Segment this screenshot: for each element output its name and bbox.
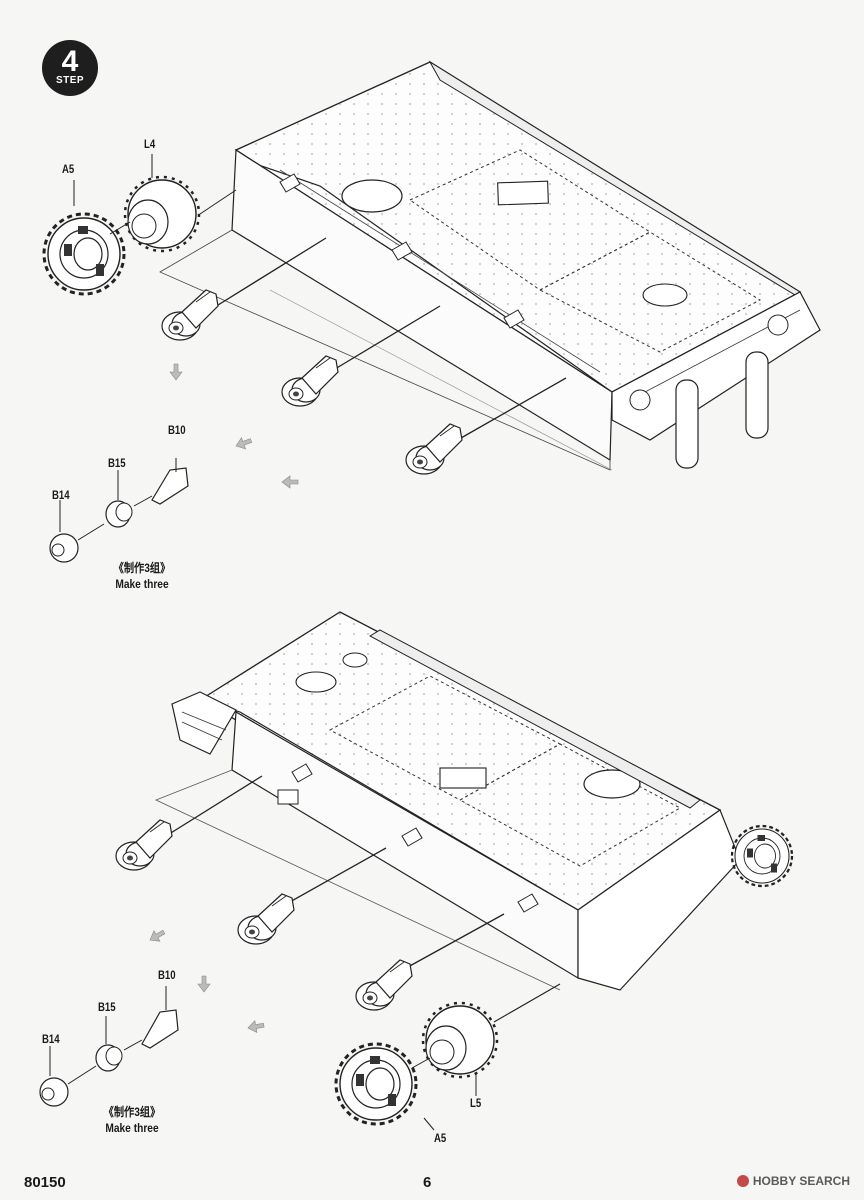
part-label-l4: L4 — [144, 137, 156, 151]
part-label-b10-lower: B10 — [158, 968, 176, 982]
part-label-b14-lower: B14 — [42, 1032, 60, 1046]
part-label-a5-lower: A5 — [434, 1131, 447, 1145]
product-code: 80150 — [24, 1174, 66, 1191]
upper-hull-assembly — [42, 60, 821, 563]
step-number: 4 — [61, 45, 79, 78]
part-label-b14-upper: B14 — [52, 488, 70, 502]
note-en-upper: Make three — [115, 577, 169, 591]
part-label-b15-lower: B15 — [98, 1000, 116, 1014]
step-word: STEP — [55, 75, 85, 86]
upper-wheel-subassembly — [49, 458, 189, 563]
note-cn-upper: 《制作3组》 — [113, 561, 171, 575]
watermark-logo-icon — [736, 1175, 749, 1187]
watermark-text: HOBBY SEARCH — [752, 1174, 850, 1188]
note-en-lower: Make three — [105, 1121, 159, 1135]
note-cn-lower: 《制作3组》 — [103, 1105, 161, 1119]
part-label-l5: L5 — [470, 1096, 482, 1110]
part-label-b15-upper: B15 — [108, 456, 126, 470]
part-label-b10-upper: B10 — [168, 423, 186, 437]
lower-wheel-subassembly — [39, 986, 179, 1107]
watermark: HOBBY SEARCH — [736, 1174, 850, 1188]
part-label-a5-upper: A5 — [62, 162, 75, 176]
make-three-note-upper: 《制作3组》 Make three — [100, 560, 185, 592]
make-three-note-lower: 《制作3组》 Make three — [90, 1104, 175, 1136]
page-number: 6 — [423, 1174, 432, 1191]
step-badge: 4 STEP — [42, 40, 98, 96]
lower-hull-assembly — [39, 611, 794, 1131]
